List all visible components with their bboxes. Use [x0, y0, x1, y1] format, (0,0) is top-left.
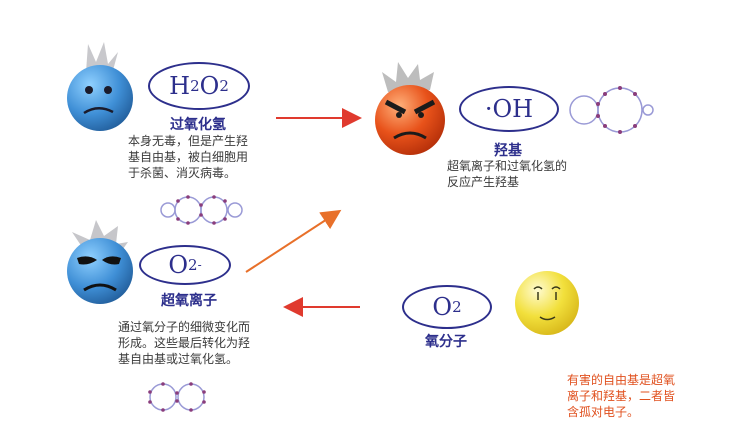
molecule-diagram-icon — [569, 86, 654, 134]
formula-part: - — [197, 258, 202, 272]
note-line: 离子和羟基，二者皆 — [567, 389, 676, 403]
species-name-superoxide: 超氧离子 — [161, 293, 217, 309]
description-line: 于杀菌、消灭病毒。 — [128, 166, 237, 180]
species-name-oh: 羟基 — [494, 143, 522, 159]
formula-part: 2 — [452, 298, 462, 316]
description-superoxide: 通过氧分子的细微变化而 形成。这些最后转化为羟 基自由基或过氧化氢。 — [118, 319, 250, 367]
smiley-yellow-face-icon — [515, 271, 579, 335]
description-h2o2: 本身无毒，但是产生羟 基自由基，被白细胞用 于杀菌、消灭病毒。 — [128, 133, 248, 181]
formula-part: 2 — [219, 77, 229, 95]
arrow-superoxide-to-oh — [245, 209, 342, 273]
species-name-h2o2: 过氧化氢 — [170, 117, 226, 133]
formula-part: 2 — [190, 77, 200, 95]
note-line: 有害的自由基是超氧 — [567, 373, 676, 387]
description-line: 本身无毒，但是产生羟 — [128, 134, 249, 148]
formula-part: 2 — [188, 256, 198, 274]
formula-part: O — [168, 251, 189, 279]
description-line: 反应产生羟基 — [447, 175, 520, 189]
sad-blue-face-icon — [67, 220, 133, 304]
formula-oh: ·OH — [459, 86, 559, 132]
formula-part: O — [199, 72, 220, 100]
description-line: 基自由基，被白细胞用 — [128, 150, 249, 164]
blue-face-icon — [67, 42, 133, 131]
description-line: 基自由基或过氧化氢。 — [118, 352, 239, 366]
formula-part: O — [432, 293, 453, 321]
description-line: 形成。这些最后转化为羟 — [118, 336, 251, 350]
molecule-diagram-icon — [148, 382, 206, 412]
species-name-o2: 氧分子 — [425, 334, 467, 350]
description-line: 超氧离子和过氧化氢的 — [447, 159, 568, 173]
description-oh: 超氧离子和过氧化氢的 反应产生羟基 — [447, 158, 567, 190]
angry-red-face-icon — [375, 62, 445, 155]
molecule-diagram-icon — [160, 195, 243, 225]
note-line: 含孤对电子。 — [567, 405, 640, 419]
formula-part: H — [169, 72, 191, 100]
description-line: 通过氧分子的细微变化而 — [118, 320, 251, 334]
formula-part: ·OH — [484, 95, 534, 123]
harmful-radicals-note: 有害的自由基是超氧 离子和羟基，二者皆 含孤对电子。 — [567, 372, 675, 420]
